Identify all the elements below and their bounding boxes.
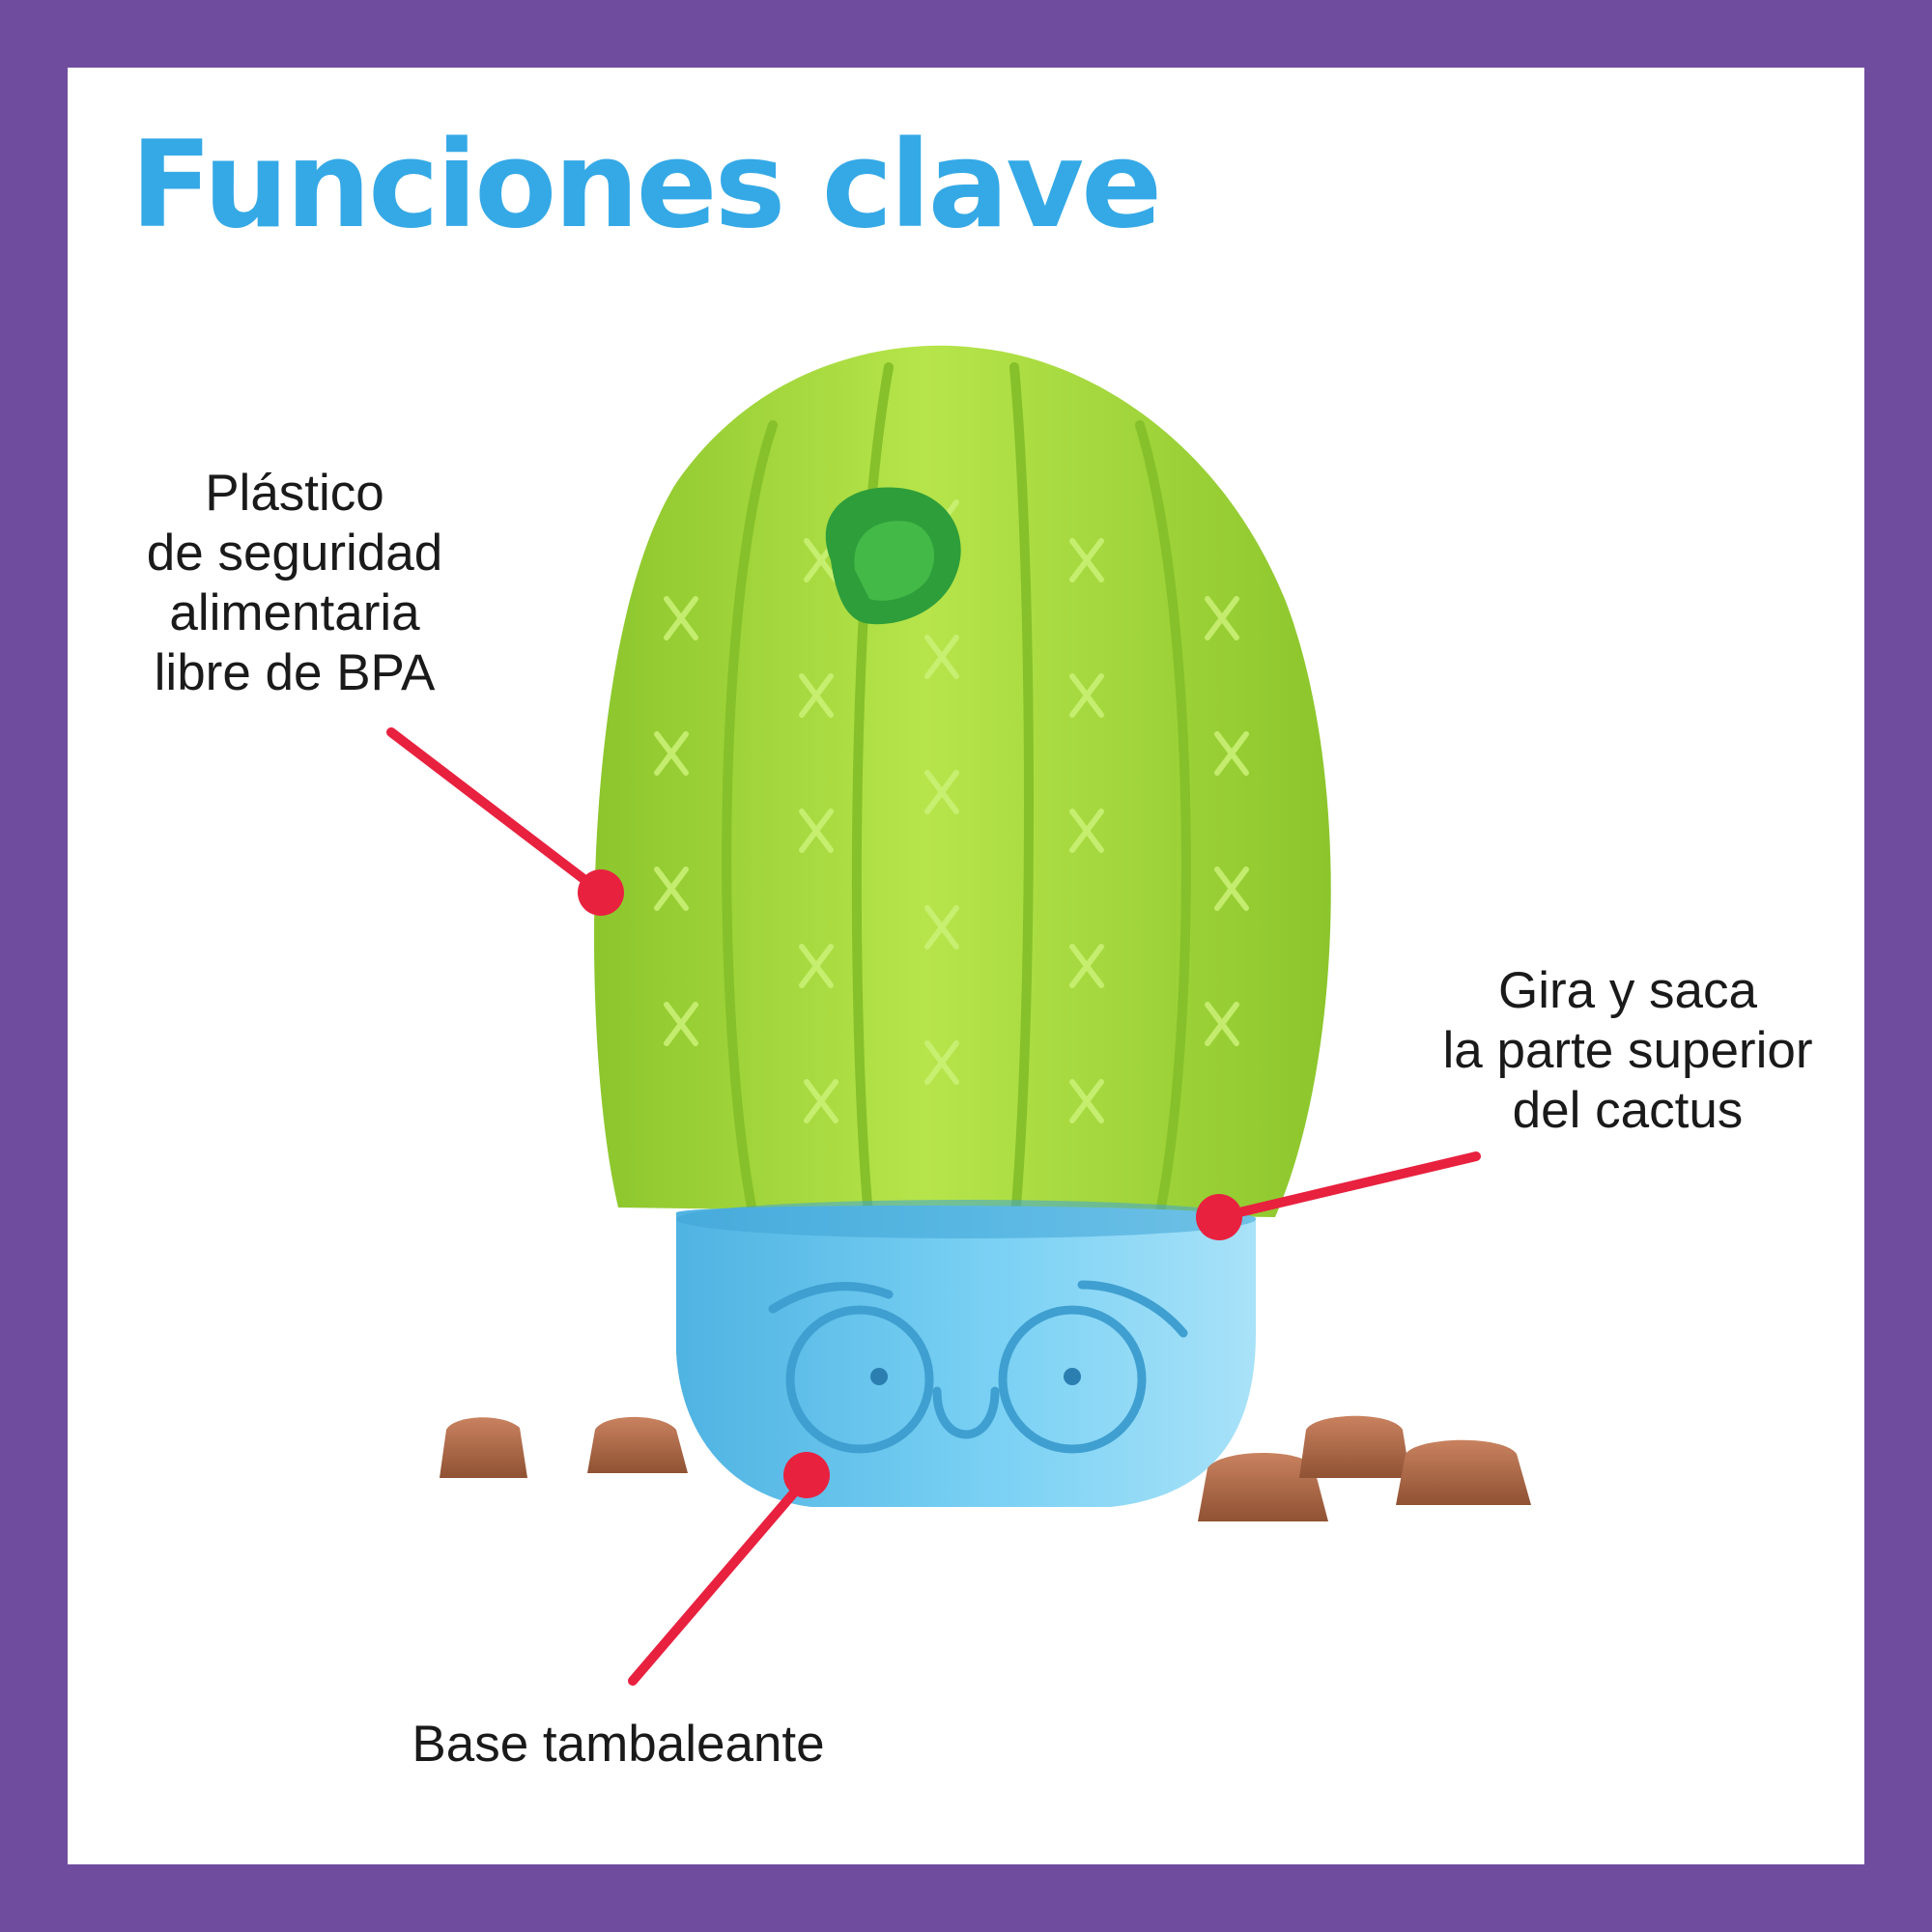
callout-material: Plástico de seguridad alimentaria libre … bbox=[101, 464, 488, 703]
cactus-toy bbox=[594, 345, 1331, 1232]
pot-body bbox=[676, 1206, 1256, 1507]
callout-material-line: alimentaria bbox=[169, 584, 420, 641]
callout-twist: Gira y saca la parte superior del cactus bbox=[1391, 961, 1864, 1141]
callout-twist-line: la parte superior bbox=[1442, 1022, 1813, 1079]
callout-material-line: Plástico bbox=[205, 465, 384, 522]
callout-twist-line: del cactus bbox=[1512, 1082, 1744, 1139]
callout-line-twist bbox=[1214, 1151, 1481, 1222]
callout-dot-material bbox=[578, 869, 624, 916]
callout-dot-twist bbox=[1196, 1194, 1242, 1240]
treats bbox=[440, 1415, 1531, 1521]
callout-twist-line: Gira y saca bbox=[1497, 962, 1758, 1019]
page-title: Funciones clave bbox=[130, 116, 1162, 255]
callout-material-line: libre de BPA bbox=[154, 644, 436, 701]
treat-piece bbox=[1299, 1415, 1410, 1478]
callout-dot-base bbox=[783, 1452, 830, 1498]
wobble-base bbox=[676, 1200, 1256, 1507]
treat-piece bbox=[1396, 1439, 1531, 1505]
callout-line-base bbox=[628, 1473, 811, 1686]
treat-piece bbox=[587, 1416, 688, 1473]
treat-piece bbox=[440, 1417, 527, 1478]
callout-material-line: de seguridad bbox=[146, 525, 443, 582]
callout-base-line: Base tambaleante bbox=[412, 1716, 825, 1773]
callout-base: Base tambaleante bbox=[348, 1715, 889, 1775]
treat-piece bbox=[1198, 1452, 1328, 1521]
callout-line-material bbox=[386, 727, 604, 895]
cactus-body bbox=[594, 345, 1331, 1217]
